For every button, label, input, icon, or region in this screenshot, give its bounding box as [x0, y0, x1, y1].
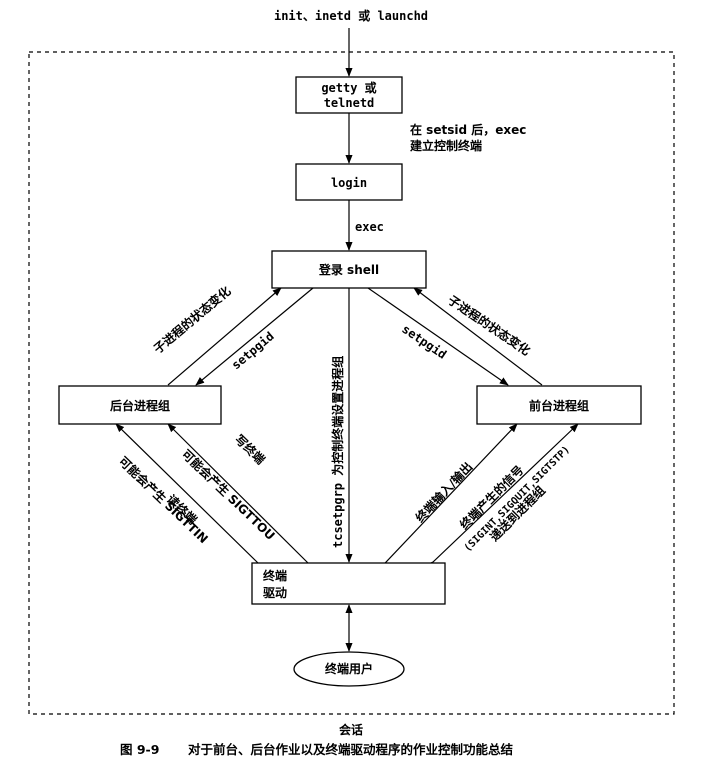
- arrow-fg-child-change: [413, 287, 543, 386]
- login-shell-label: 登录 shell: [318, 262, 379, 277]
- getty-box: getty 或 telnetd: [295, 76, 403, 114]
- tcsetpgrp-label: tcsetpgrp 为控制终端设置进程组: [330, 356, 345, 548]
- arrow-setpgid-left: [195, 287, 314, 386]
- getty-label: getty 或: [321, 80, 376, 95]
- background-group-box: 后台进程组: [58, 385, 222, 425]
- foreground-group-box: 前台进程组: [476, 385, 642, 425]
- foreground-group-label: 前台进程组: [529, 398, 589, 413]
- setsid-label-2: 建立控制终端: [409, 138, 482, 153]
- setpgid-right-label: setpgid: [399, 322, 449, 362]
- terminal-user-ellipse: 终端用户: [293, 651, 405, 687]
- arrow-sigttou: [167, 423, 309, 564]
- write-terminal-label: 写终端: [232, 431, 268, 467]
- child-change-right-label: 子进程的状态变化: [445, 292, 533, 358]
- arrow-setpgid-right: [367, 287, 509, 386]
- figure-caption: 对于前台、后台作业以及终端驱动程序的作业控制功能总结: [188, 742, 514, 757]
- signal-list-label: (SIGINT,SIGQUIT,SIGTSTP): [462, 444, 572, 554]
- terminal-driver-box: 终端 驱动: [251, 562, 446, 605]
- setpgid-left-label: setpgid: [229, 329, 277, 372]
- child-change-left-label: 子进程的状态变化: [150, 283, 233, 356]
- login-label: login: [331, 176, 367, 190]
- arrow-sigttin: [115, 423, 259, 564]
- session-boundary: [28, 51, 675, 715]
- top-label: init、inetd 或 launchd: [274, 8, 428, 23]
- terminal-user-label: 终端用户: [325, 661, 373, 676]
- arrow-bg-child-change: [167, 287, 282, 386]
- telnetd-label: telnetd: [324, 96, 375, 110]
- exec-label: exec: [355, 220, 384, 234]
- session-label: 会话: [339, 722, 363, 737]
- terminal-driver-label-2: 驱动: [263, 586, 287, 600]
- login-shell-box: 登录 shell: [271, 250, 427, 289]
- figure-number: 图 9-9: [120, 742, 159, 757]
- terminal-driver-label-1: 终端: [263, 568, 287, 583]
- login-box: login: [295, 163, 403, 201]
- setsid-label-1: 在 setsid 后，exec: [410, 122, 526, 137]
- background-group-label: 后台进程组: [110, 398, 170, 413]
